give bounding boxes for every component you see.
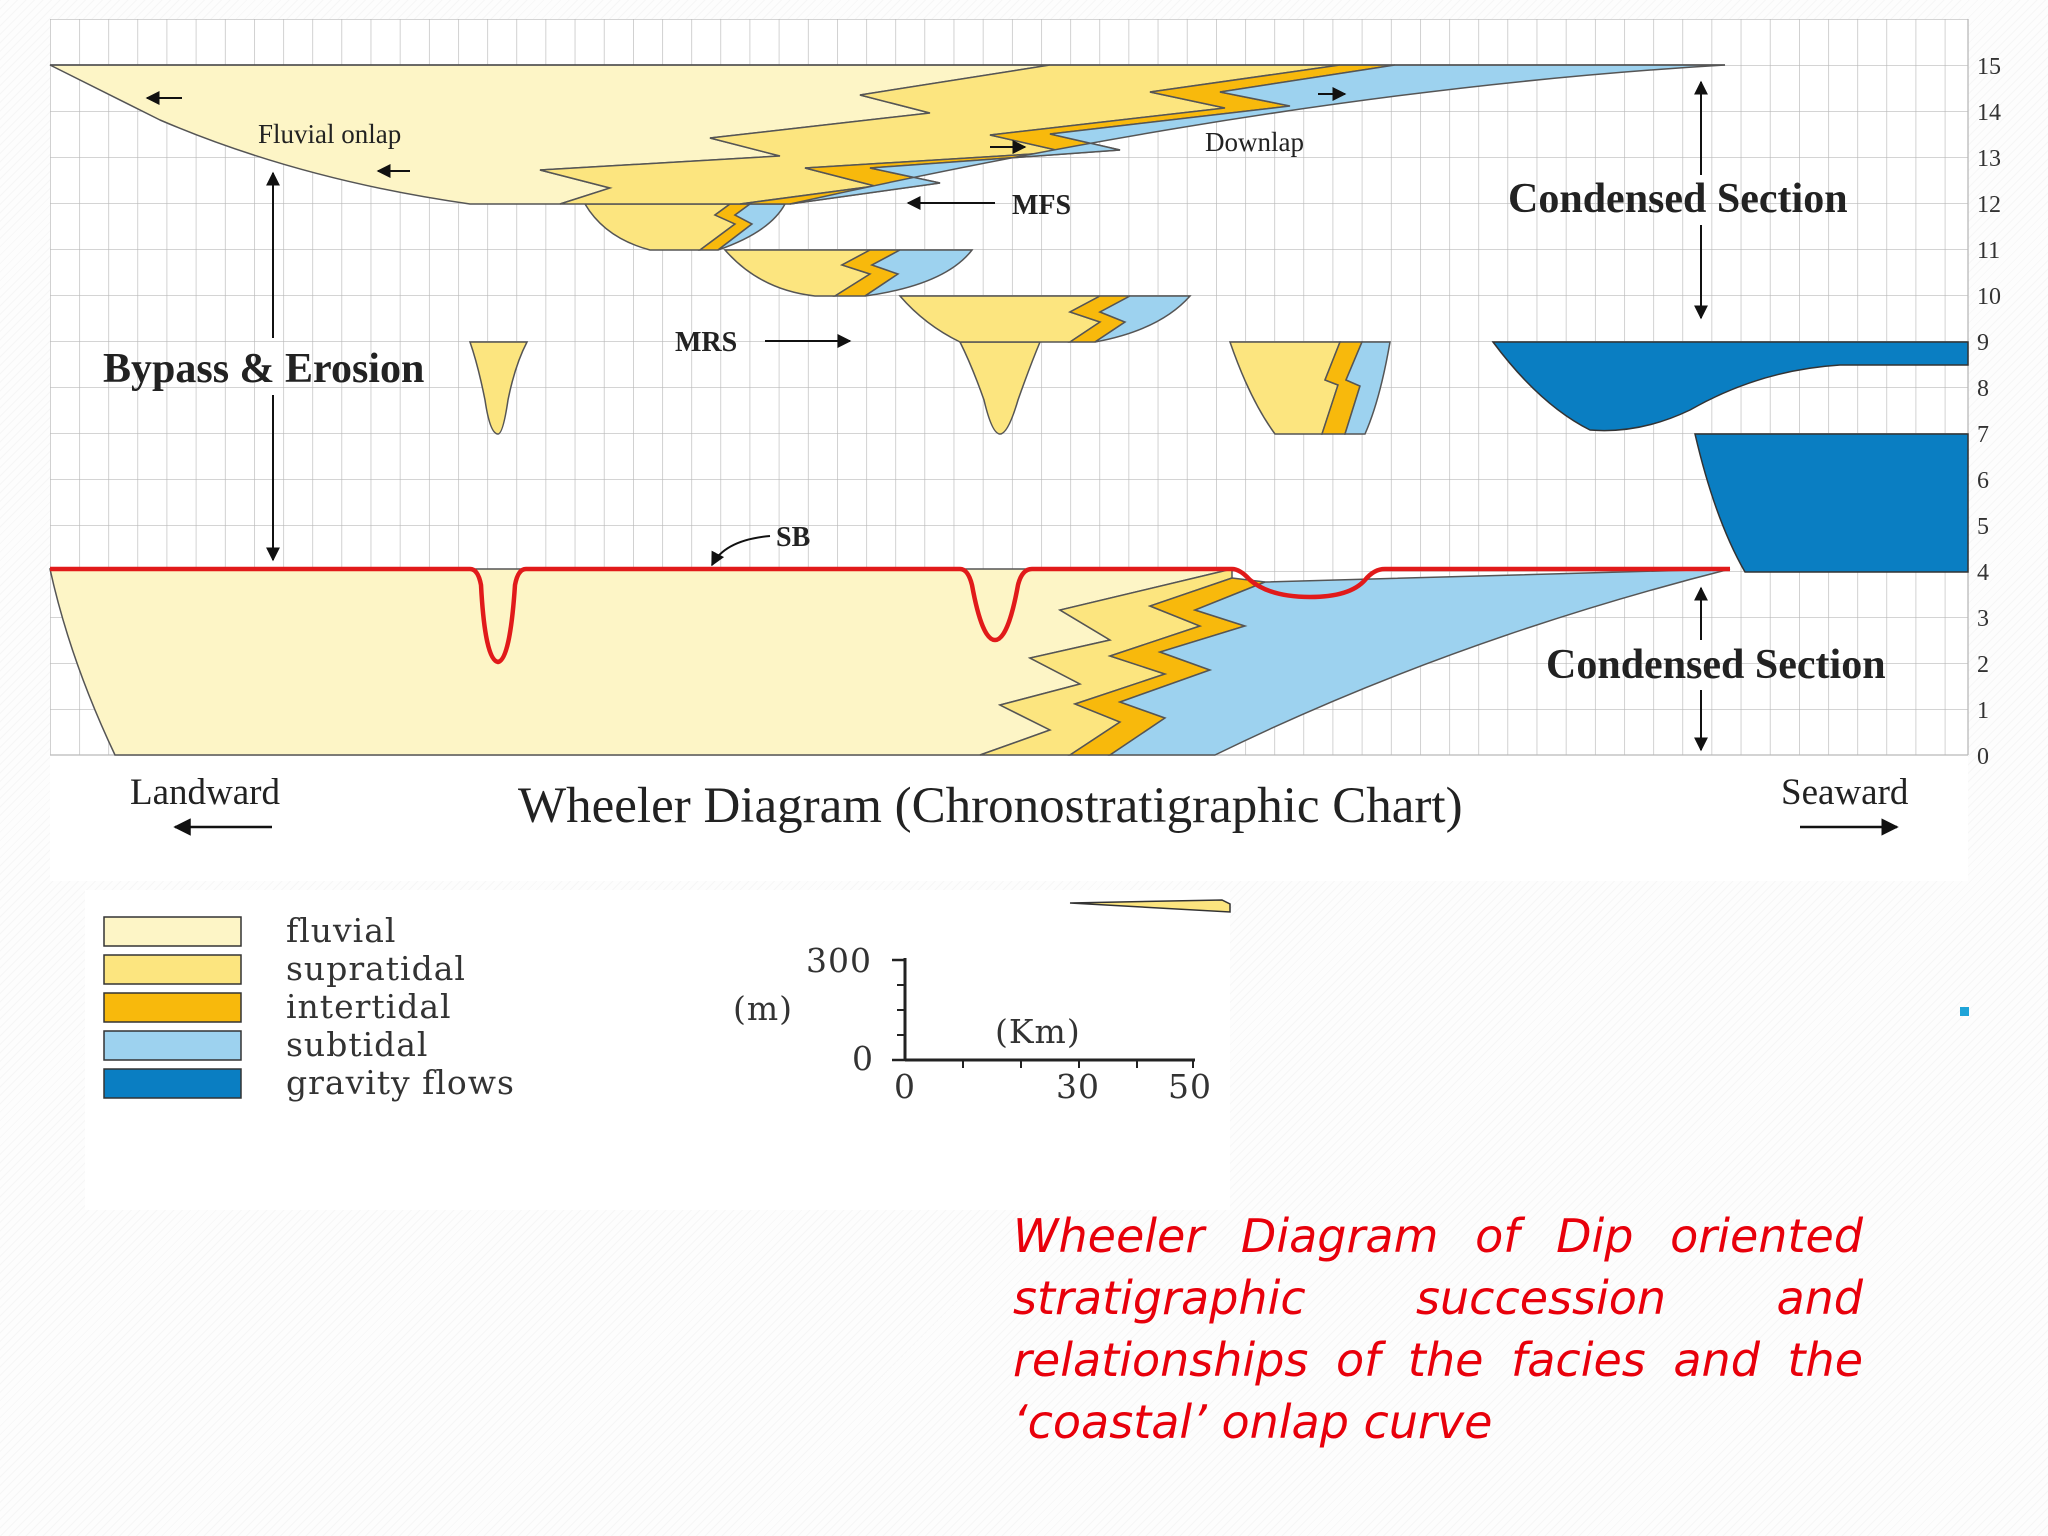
- fluvial-onlap-label: Fluvial onlap: [258, 119, 401, 149]
- scale-horizontal-unit: (Km): [995, 1012, 1081, 1051]
- mrs-label: MRS: [675, 327, 737, 358]
- tick-14: 14: [1977, 100, 2001, 126]
- legend-swatch-fluvial: [103, 916, 242, 947]
- legend-label-subtidal: subtidal: [286, 1025, 428, 1064]
- tick-10: 10: [1977, 284, 2001, 310]
- legend-swatch-subtidal: [103, 1030, 242, 1061]
- scale-bar: 300 (m) 0 (Km) 0 30 50: [733, 941, 1212, 1106]
- sb-leader-arrow: [711, 535, 771, 567]
- lens-12-subtidal: [717, 203, 787, 251]
- gravity-flow-upper: [1491, 341, 1969, 432]
- diagram-title: Wheeler Diagram (Chronostratigraphic Cha…: [518, 778, 1463, 834]
- condensed-section-upper-label: Condensed Section: [1508, 176, 1848, 222]
- seaward-label: Seaward: [1781, 772, 1909, 813]
- tick-6: 6: [1977, 468, 1989, 494]
- scale-vertical-top-label: 300: [806, 941, 872, 980]
- channel-fill-middle: [958, 341, 1042, 435]
- tick-5: 5: [1977, 514, 1989, 540]
- scale-vertical-bottom-label: 0: [852, 1039, 874, 1078]
- landward-label: Landward: [130, 772, 280, 813]
- tick-9: 9: [1977, 330, 1989, 356]
- legend-label-gravity-flows: gravity flows: [286, 1063, 515, 1102]
- legend-label-supratidal: supratidal: [286, 949, 466, 988]
- y-axis-ticks: 0 1 2 3 4 5 6 7 8 9 10 11 12 13 14 15: [1977, 54, 2001, 770]
- bypass-erosion-label: Bypass & Erosion: [103, 346, 424, 392]
- lens-10-subtidal: [1094, 295, 1192, 343]
- channel-fill-left: [468, 341, 529, 435]
- tick-11: 11: [1977, 238, 2000, 264]
- scale-htick-label-30: 30: [1056, 1067, 1100, 1106]
- tick-12: 12: [1977, 192, 2001, 218]
- valley-fill-subtidal: [1343, 341, 1391, 435]
- bullet-marker: [1960, 1007, 1969, 1016]
- mfs-label: MFS: [1012, 190, 1071, 221]
- sequence-boundary-line: [50, 566, 1730, 665]
- tick-3: 3: [1977, 606, 1989, 632]
- tick-0: 0: [1977, 744, 1989, 770]
- legend-swatch-gravity-flows: [103, 1068, 242, 1099]
- legend-panel: [85, 890, 1230, 1210]
- lens-11-subtidal: [864, 249, 974, 297]
- tick-13: 13: [1977, 146, 2001, 172]
- downlap-label: Downlap: [1205, 127, 1304, 157]
- tick-4: 4: [1977, 560, 1989, 586]
- tick-2: 2: [1977, 652, 1989, 678]
- scale-htick-label-0: 0: [894, 1067, 916, 1106]
- gravity-flow-lower: [1694, 433, 1969, 573]
- tick-8: 8: [1977, 376, 1989, 402]
- scale-htick-label-50: 50: [1168, 1067, 1212, 1106]
- legend-label-intertidal: intertidal: [286, 987, 452, 1026]
- tick-15: 15: [1977, 54, 2001, 80]
- legend: fluvial supratidal intertidal subtidal g…: [103, 911, 515, 1102]
- legend-swatch-supratidal: [103, 954, 242, 985]
- figure-caption: Wheeler Diagram of Dip oriented stratigr…: [1013, 1209, 1863, 1449]
- lower-wedge-subtidal: [1107, 568, 1731, 756]
- legend-label-fluvial: fluvial: [286, 911, 396, 950]
- condensed-section-lower-label: Condensed Section: [1546, 642, 1886, 688]
- scale-vertical-unit: (m): [733, 989, 793, 1028]
- upper-wedge-subtidal: [789, 64, 1726, 205]
- tick-1: 1: [1977, 698, 1989, 724]
- tick-7: 7: [1977, 422, 1989, 448]
- sb-label: SB: [776, 522, 810, 553]
- legend-swatch-intertidal: [103, 992, 242, 1023]
- legend-corner-fragment: [1069, 899, 1231, 913]
